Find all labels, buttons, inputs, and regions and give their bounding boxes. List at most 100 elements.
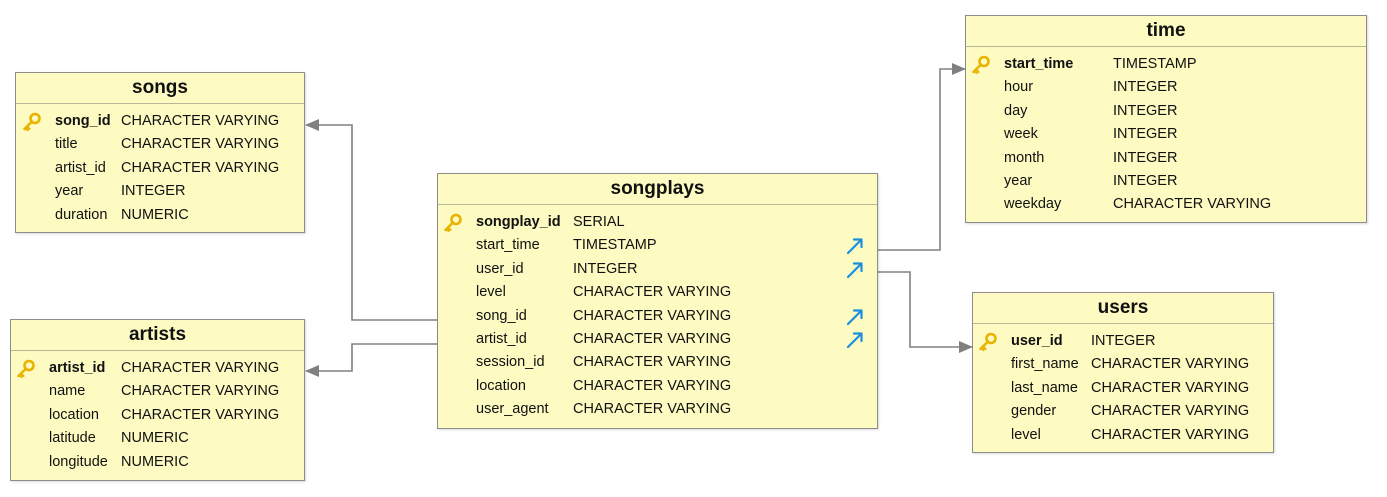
songplays-column-row[interactable]: level CHARACTER VARYING [438, 281, 877, 304]
column-type: NUMERIC [121, 206, 189, 223]
column-type: TIMESTAMP [1113, 56, 1197, 72]
column-type: CHARACTER VARYING [1113, 196, 1272, 213]
songs-column-row[interactable]: title CHARACTER VARYING [16, 133, 304, 156]
column-name: user_agent [476, 401, 549, 418]
songplays-table-title: songplays [438, 174, 877, 205]
column-type: CHARACTER VARYING [121, 406, 280, 423]
column-type: CHARACTER VARYING [1091, 356, 1250, 373]
primary-key-icon [971, 55, 991, 75]
column-name: weekday [1004, 196, 1062, 213]
column-type: CHARACTER VARYING [121, 383, 280, 400]
column-type: INTEGER [1113, 172, 1178, 189]
column-name: day [1004, 102, 1028, 119]
column-type: CHARACTER VARYING [1091, 379, 1250, 396]
users-column-row[interactable]: last_name CHARACTER VARYING [973, 377, 1273, 400]
songs-column-row[interactable]: artist_id CHARACTER VARYING [16, 157, 304, 180]
time-column-row[interactable]: month INTEGER [966, 147, 1366, 170]
songplays-column-row[interactable]: user_id INTEGER [438, 258, 877, 281]
column-type: INTEGER [1113, 102, 1178, 119]
songs-table-title: songs [16, 73, 304, 104]
songs-column-row[interactable]: song_id CHARACTER VARYING [16, 110, 304, 133]
column-type: SERIAL [573, 214, 625, 230]
column-name: start_time [1004, 56, 1074, 72]
column-type: CHARACTER VARYING [1091, 426, 1250, 443]
column-type: CHARACTER VARYING [121, 360, 280, 376]
column-type: CHARACTER VARYING [573, 307, 732, 324]
column-name: session_id [476, 354, 545, 371]
column-name: song_id [55, 113, 111, 129]
column-type: INTEGER [573, 260, 638, 277]
column-name: last_name [1011, 379, 1078, 396]
songs-column-row[interactable]: year INTEGER [16, 180, 304, 203]
time-column-row[interactable]: weekday CHARACTER VARYING [966, 193, 1366, 216]
users-table-title: users [973, 293, 1273, 324]
column-type: NUMERIC [121, 430, 189, 447]
songplays-column-row[interactable]: songplay_id SERIAL [438, 211, 877, 234]
artists-column-row[interactable]: latitude NUMERIC [11, 427, 304, 450]
column-type: TIMESTAMP [573, 237, 657, 254]
artists-table-title: artists [11, 320, 304, 351]
column-name: artist_id [476, 330, 527, 347]
column-name: gender [1011, 403, 1057, 420]
time-column-row[interactable]: day INTEGER [966, 100, 1366, 123]
artists-column-row[interactable]: name CHARACTER VARYING [11, 380, 304, 403]
column-name: longitude [49, 453, 108, 470]
column-type: INTEGER [1091, 333, 1156, 349]
users-column-row[interactable]: level CHARACTER VARYING [973, 424, 1273, 447]
column-name: artist_id [49, 360, 106, 376]
column-name: title [55, 136, 78, 153]
column-type: CHARACTER VARYING [121, 113, 280, 129]
time-table-title: time [966, 16, 1366, 47]
column-type: CHARACTER VARYING [573, 284, 732, 301]
connector-songplays-users [877, 271, 973, 353]
column-type: CHARACTER VARYING [573, 354, 732, 371]
column-type: INTEGER [121, 183, 186, 200]
foreign-key-arrow-icon [846, 331, 864, 349]
artists-column-row[interactable]: artist_id CHARACTER VARYING [11, 357, 304, 380]
column-name: artist_id [55, 159, 106, 176]
column-type: INTEGER [1113, 126, 1178, 143]
column-name: level [476, 284, 506, 301]
column-name: month [1004, 149, 1045, 166]
column-name: location [49, 406, 99, 423]
primary-key-icon [16, 359, 36, 379]
foreign-key-arrow-icon [846, 237, 864, 255]
primary-key-icon [978, 332, 998, 352]
artists-column-row[interactable]: location CHARACTER VARYING [11, 404, 304, 427]
songplays-column-row[interactable]: session_id CHARACTER VARYING [438, 351, 877, 374]
column-type: INTEGER [1113, 149, 1178, 166]
column-type: CHARACTER VARYING [121, 136, 280, 153]
column-name: year [55, 183, 84, 200]
primary-key-icon [22, 112, 42, 132]
column-name: latitude [49, 430, 96, 447]
column-type: CHARACTER VARYING [573, 377, 732, 394]
time-column-row[interactable]: start_time TIMESTAMP [966, 53, 1366, 76]
column-name: level [1011, 426, 1041, 443]
column-name: name [49, 383, 86, 400]
column-name: user_id [476, 260, 524, 277]
column-type: CHARACTER VARYING [121, 159, 280, 176]
column-name: songplay_id [476, 214, 561, 230]
